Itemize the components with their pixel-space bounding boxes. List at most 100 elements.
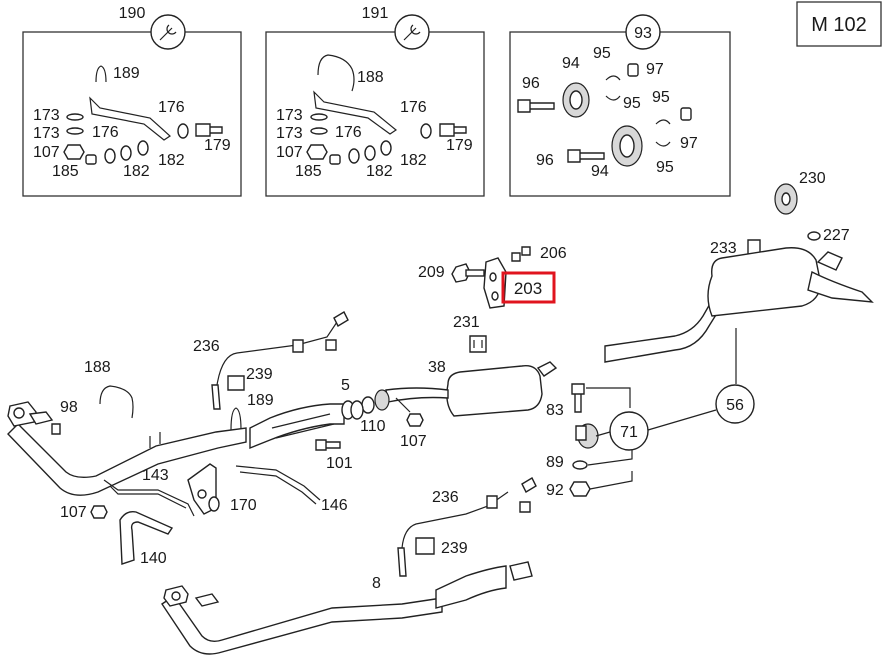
part-5-catalytic-converter[interactable]: 5: [249, 377, 364, 450]
kit-191-label-176b: 176: [335, 124, 362, 141]
kit-191-label-179: 179: [446, 137, 473, 154]
label-230: 230: [799, 170, 826, 187]
kit-191-label-185: 185: [295, 163, 322, 180]
callout-56[interactable]: 56: [715, 384, 755, 424]
kit-190-label-173b: 173: [33, 125, 60, 142]
part-98-bolt[interactable]: 98: [51, 399, 78, 435]
kit-191-label-188: 188: [357, 69, 384, 86]
bent-clamp-part: [317, 54, 355, 92]
part-107-nut-a[interactable]: 107: [395, 397, 427, 450]
kit-box-191[interactable]: 191 188 176 176 173 173 107 185 182 182 …: [265, 5, 485, 197]
kit-93-id: 93: [634, 25, 652, 42]
kit-box-93[interactable]: 93 94 95 97 96 95 95 97 96 94 95: [509, 14, 731, 197]
kit-190-label-176a: 176: [158, 99, 185, 116]
kit-190-label-173a: 173: [33, 107, 60, 124]
kit-93-label-95a: 95: [593, 45, 611, 62]
part-206-bolts[interactable]: 206: [511, 245, 567, 262]
bracket-part: [89, 96, 171, 141]
sensor-probe: [211, 384, 221, 410]
label-101: 101: [326, 455, 353, 472]
label-227: 227: [823, 227, 850, 244]
label-71: 71: [620, 424, 638, 441]
label-239a: 239: [246, 366, 273, 383]
part-233-hanger[interactable]: 233: [710, 239, 761, 257]
part-101-bolt[interactable]: 101: [315, 439, 353, 472]
kit-191-label-176a: 176: [400, 99, 427, 116]
label-236b: 236: [432, 489, 459, 506]
u-bolt-part: [95, 65, 107, 83]
part-236-oxygen-sensor-lower[interactable]: 236: [397, 477, 537, 577]
kit-93-label-94b: 94: [591, 163, 609, 180]
label-98: 98: [60, 399, 78, 416]
part-230-rubber-mount[interactable]: 230: [774, 170, 826, 215]
part-209-bolt[interactable]: 209: [418, 263, 485, 283]
part-231-mount[interactable]: 231: [453, 314, 487, 353]
front-exhaust-pipe[interactable]: [7, 401, 247, 496]
rear-muffler-assembly[interactable]: [604, 247, 874, 363]
kit-190-label-107: 107: [33, 144, 60, 161]
model-code-box: M 102: [796, 1, 882, 47]
kit-191-label-182b: 182: [400, 152, 427, 169]
label-146: 146: [321, 497, 348, 514]
mount-part: [575, 425, 587, 441]
callout-71[interactable]: 71: [609, 411, 649, 451]
kit-191-label-173a: 173: [276, 107, 303, 124]
part-170-bracket[interactable]: 170: [187, 463, 257, 515]
part-188-bracket[interactable]: 188: [84, 359, 134, 419]
part-143-bracket[interactable]: 143: [103, 467, 195, 517]
highlight-box-203: [501, 271, 556, 304]
label-236a: 236: [193, 338, 220, 355]
label-5: 5: [341, 377, 350, 394]
kit-190-label-176b: 176: [92, 124, 119, 141]
part-227-washer[interactable]: 227: [807, 227, 850, 244]
part-239-sensor-clip-lower[interactable]: 239: [415, 537, 468, 557]
kit-box-190[interactable]: 190 189 176 176 173 173 107 185 182 182 …: [22, 5, 242, 197]
kit-190-label-185: 185: [52, 163, 79, 180]
part-236-oxygen-sensor-upper[interactable]: 236: [193, 311, 349, 386]
part-146-bracket[interactable]: 146: [235, 465, 348, 514]
kit-93-label-94a: 94: [562, 55, 580, 72]
label-143: 143: [142, 467, 169, 484]
model-code-label: M 102: [811, 14, 867, 36]
label-189: 189: [247, 392, 274, 409]
kit-191-label-173b: 173: [276, 125, 303, 142]
part-110-gasket[interactable]: 110: [360, 389, 390, 435]
kit-191-label-182a: 182: [366, 163, 393, 180]
kit-190-id: 190: [119, 5, 146, 22]
kit-190-label-179: 179: [204, 137, 231, 154]
label-38: 38: [428, 359, 446, 376]
label-140: 140: [140, 550, 167, 567]
part-203-hanger-bracket[interactable]: [483, 257, 507, 309]
kit-191-id: 191: [362, 5, 389, 22]
part-8-front-pipe-catalytic[interactable]: 8: [161, 561, 533, 655]
part-107-nut-b[interactable]: 107: [60, 504, 108, 521]
label-231: 231: [453, 314, 480, 331]
kit-191-label-107: 107: [276, 144, 303, 161]
kit-190-label-182b: 182: [158, 152, 185, 169]
kit-190-label-189: 189: [113, 65, 140, 82]
part-189-clamp[interactable]: 189: [230, 392, 274, 431]
label-56: 56: [726, 397, 744, 414]
part-239-sensor-clip-upper[interactable]: 239: [227, 366, 273, 391]
label-203: 203: [514, 279, 542, 298]
kit-93-label-97b: 97: [680, 135, 698, 152]
label-8: 8: [372, 575, 381, 592]
label-92: 92: [546, 482, 564, 499]
kit-93-label-95c: 95: [652, 89, 670, 106]
part-38-middle-muffler[interactable]: 38: [385, 359, 558, 417]
label-206: 206: [540, 245, 567, 262]
kit-93-label-97a: 97: [646, 61, 664, 78]
part-92-nut[interactable]: 92: [546, 481, 591, 499]
label-107a: 107: [400, 433, 427, 450]
part-89-washer[interactable]: 89: [546, 454, 588, 471]
part-83-bolt[interactable]: 83: [546, 383, 585, 419]
label-107b: 107: [60, 504, 87, 521]
label-239b: 239: [441, 540, 468, 557]
label-89: 89: [546, 454, 564, 471]
kit-93-label-95b: 95: [623, 95, 641, 112]
part-140-bracket[interactable]: 140: [119, 510, 174, 567]
kit-93-label-96b: 96: [536, 152, 554, 169]
label-170: 170: [230, 497, 257, 514]
kit-93-label-96a: 96: [522, 75, 540, 92]
